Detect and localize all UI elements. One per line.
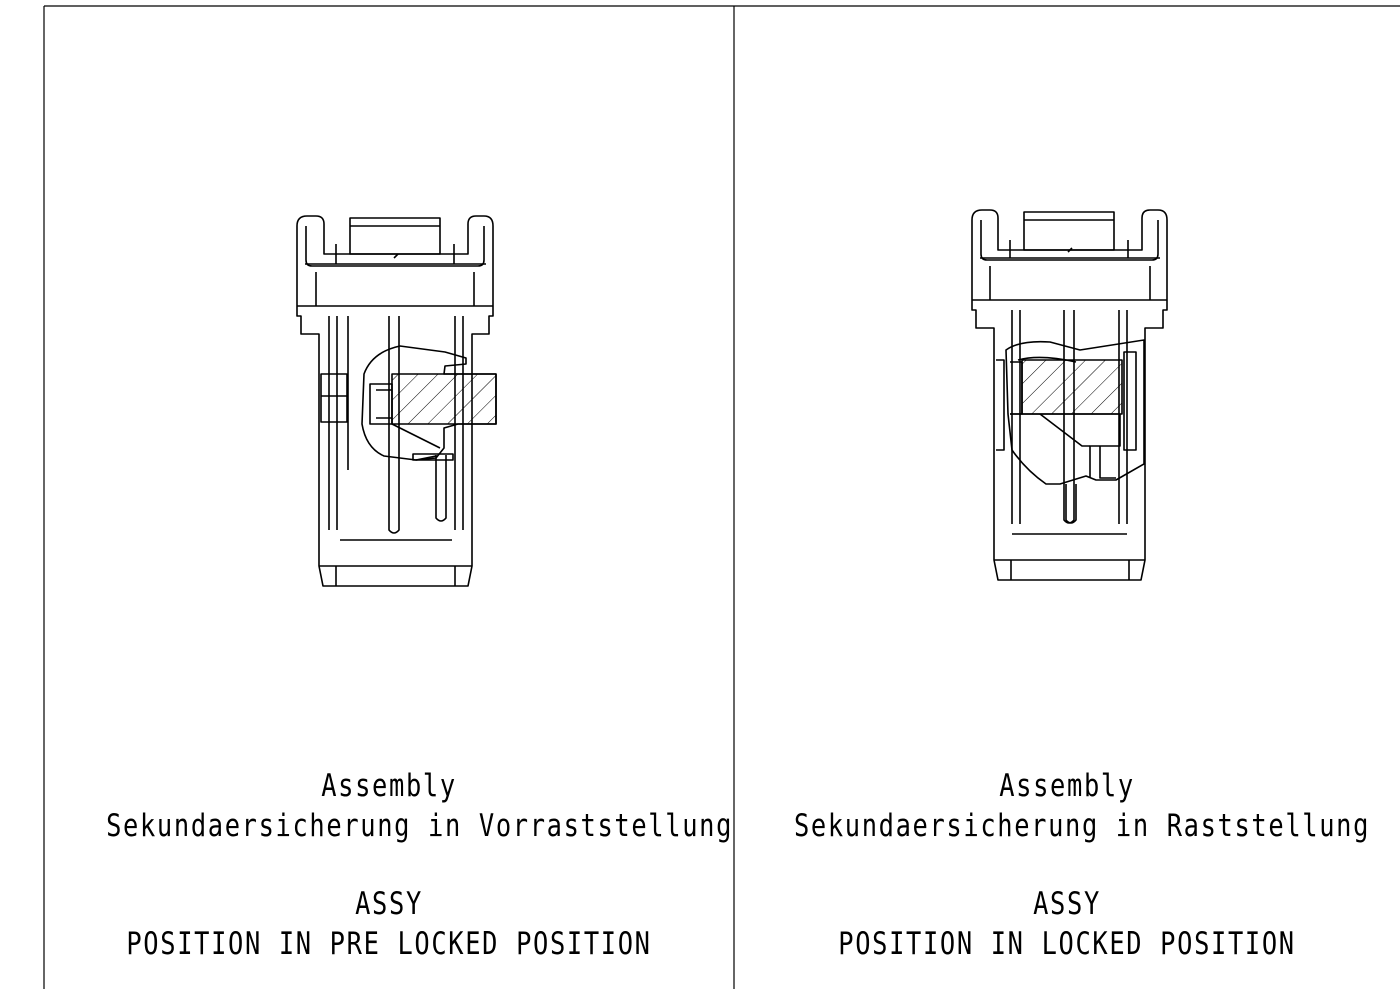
caption-left-de-line2: Sekundaersicherung in Vorraststellung bbox=[106, 808, 734, 844]
connector-drawing-pre-locked bbox=[296, 215, 497, 587]
sheet-frame bbox=[43, 5, 1400, 989]
caption-right-de-line1: Assembly bbox=[999, 768, 1135, 804]
caption-left-german: Assembly Sekundaersicherung in Vorrastst… bbox=[44, 766, 734, 846]
caption-right-en-line2: POSITION IN LOCKED POSITION bbox=[838, 926, 1296, 962]
caption-left-english: ASSY POSITION IN PRE LOCKED POSITION bbox=[44, 884, 734, 964]
caption-left-en-line2: POSITION IN PRE LOCKED POSITION bbox=[126, 926, 652, 962]
caption-right-english: ASSY POSITION IN LOCKED POSITION bbox=[734, 884, 1400, 964]
connector-drawing-locked bbox=[971, 209, 1168, 581]
caption-right-en-line1: ASSY bbox=[1033, 886, 1101, 922]
caption-right-german: Assembly Sekundaersicherung in Raststell… bbox=[734, 766, 1400, 846]
caption-left-de-line1: Assembly bbox=[321, 768, 457, 804]
caption-left-en-line1: ASSY bbox=[355, 886, 423, 922]
caption-right-de-line2: Sekundaersicherung in Raststellung bbox=[793, 808, 1371, 844]
